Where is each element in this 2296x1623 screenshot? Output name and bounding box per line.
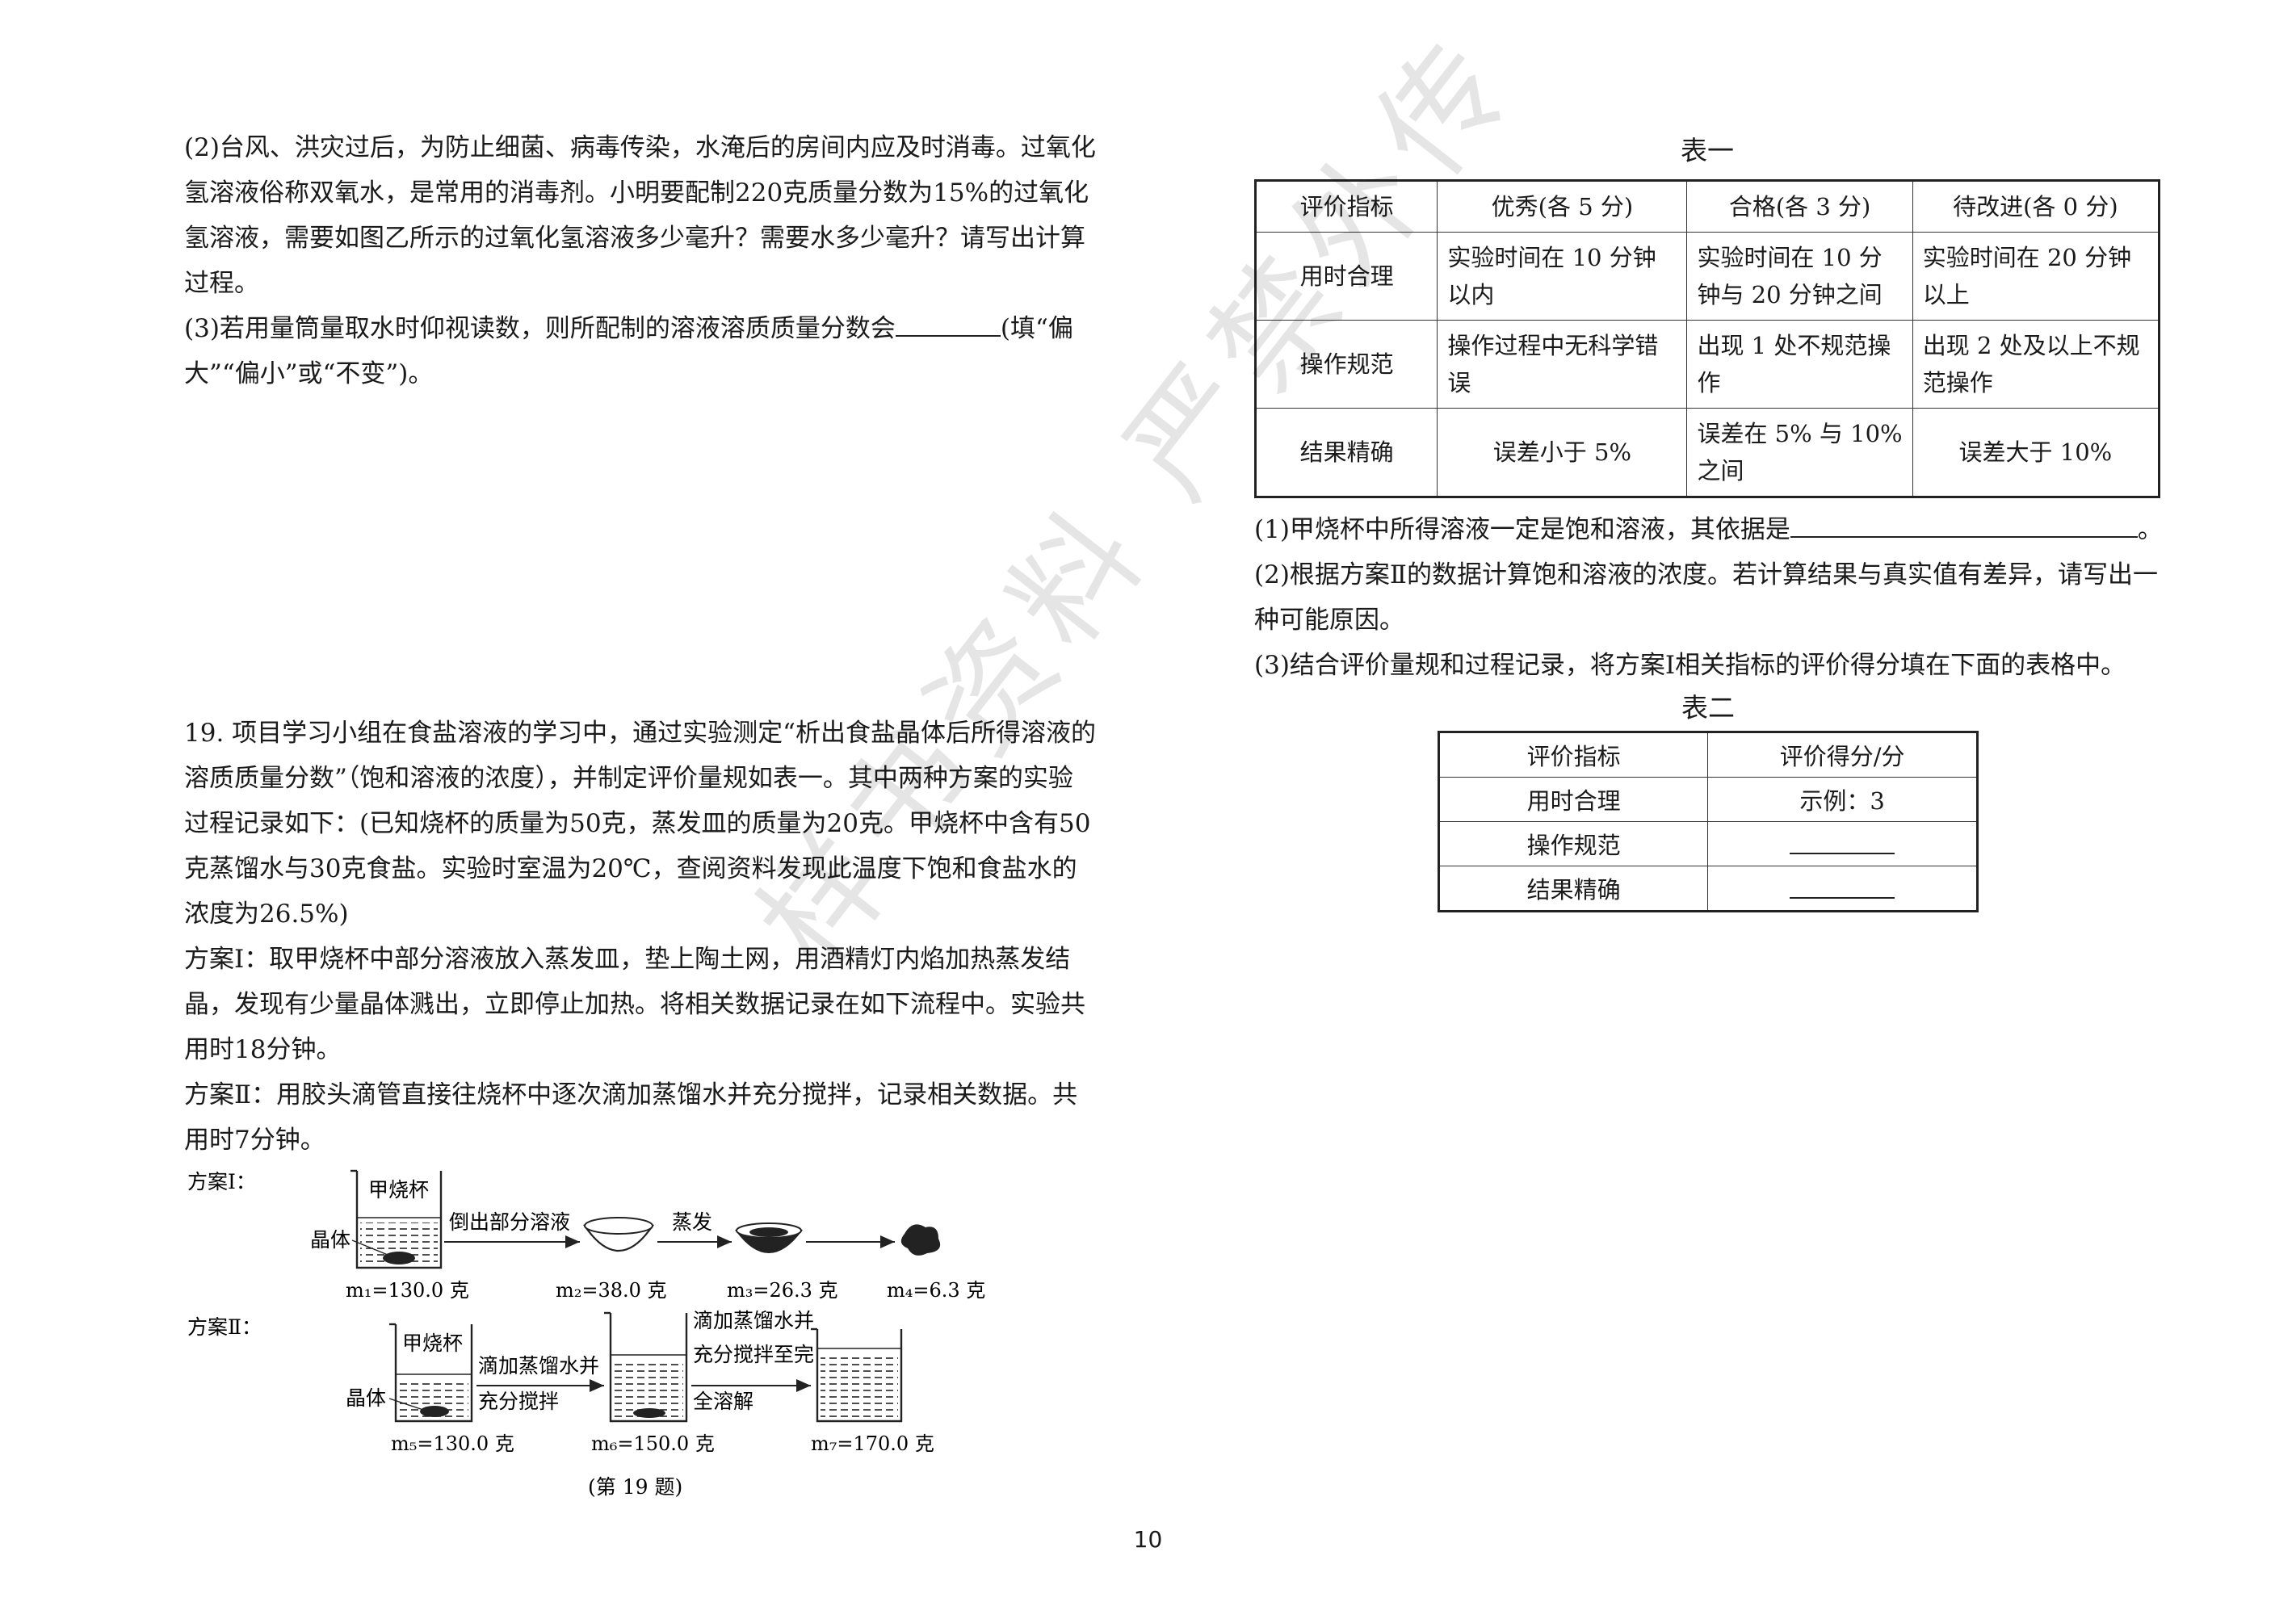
table1-cell: 误差大于 10% — [1912, 408, 2160, 497]
table-row: 用时合理 实验时间在 10 分钟以内 实验时间在 10 分钟与 20 分钟之间 … — [1254, 232, 2160, 321]
step-add1-line-a: 滴加蒸馏水并 — [478, 1354, 599, 1378]
crystal-label-1: 晶体 — [310, 1228, 350, 1252]
plan1-label: 方案Ⅰ： — [187, 1170, 256, 1193]
q18-part2: (2)台风、洪灾过后，为防止细菌、病毒传染，水淹后的房间内应及时消毒。过氧化氢溶… — [184, 133, 1096, 298]
score-answer-cell[interactable] — [1707, 866, 1978, 912]
evaporating-dish-2 — [735, 1222, 803, 1253]
step-add1-line-b: 充分搅拌 — [478, 1390, 559, 1413]
table1-cell: 实验时间在 20 分钟以上 — [1912, 232, 2160, 321]
question-19-subparts: (1)甲烧杯中所得溶液一定是饱和溶液，其依据是 。 (2)根据方案Ⅱ的数据计算饱和… — [1254, 507, 2167, 688]
table2-header-row: 评价指标 评价得分/分 — [1438, 732, 1978, 778]
crystal-pointer-1 — [351, 1239, 388, 1256]
table1-header-cell: 待改进(各 0 分) — [1912, 180, 2160, 233]
table1-cell: 操作规范 — [1254, 320, 1438, 409]
q19-sub1-end: 。 — [2137, 515, 2163, 544]
beaker-1: 甲烧杯 — [350, 1169, 443, 1269]
q19-sub3: (3)结合评价量规和过程记录，将方案Ⅰ相关指标的评价得分填在下面的表格中。 — [1254, 651, 2126, 680]
step-pour-label: 倒出部分溶液 — [449, 1210, 570, 1234]
step-add2-line-a: 滴加蒸馏水并 — [693, 1309, 814, 1332]
figure-caption: (第 19 题) — [588, 1475, 682, 1499]
score-answer-blank[interactable] — [1790, 828, 1895, 854]
q18-part3: (3)若用量筒量取水时仰视读数，则所配制的溶液溶质质量分数会(填“偏大”“偏小”… — [184, 306, 1097, 396]
crystal-pile-1 — [383, 1252, 415, 1264]
table1-cell: 出现 2 处及以上不规范操作 — [1912, 320, 2160, 409]
table-row: 操作规范 — [1438, 821, 1978, 866]
beaker-3 — [604, 1311, 688, 1423]
q18-part3-text-b: (填“偏大”“偏小”或“不变”)。 — [184, 314, 1073, 388]
q19-sub2: (2)根据方案Ⅱ的数据计算饱和溶液的浓度。若计算结果与真实值有差异，请写出一种可… — [1254, 560, 2158, 635]
beaker-2-label: 甲烧杯 — [402, 1332, 463, 1355]
mass-m4: m₄=6.3 克 — [887, 1279, 985, 1302]
q19-sub1-text: (1)甲烧杯中所得溶液一定是饱和溶液，其依据是 — [1254, 515, 1790, 544]
table1-cell: 用时合理 — [1254, 232, 1438, 321]
mass-m7: m₇=170.0 克 — [811, 1432, 934, 1455]
table2-cell: 示例：3 — [1707, 777, 1978, 822]
table2-header-cell: 评价得分/分 — [1707, 732, 1978, 778]
table1-cell: 结果精确 — [1254, 408, 1438, 497]
table-row: 结果精确 — [1438, 866, 1978, 912]
table2-cell: 用时合理 — [1438, 777, 1709, 822]
table-row: 结果精确 误差小于 5% 误差在 5% 与 10% 之间 误差大于 10% — [1254, 408, 2160, 497]
table1-title: 表一 — [1681, 135, 1734, 166]
evaporating-dish-1 — [582, 1217, 655, 1252]
table2-title: 表二 — [1681, 692, 1735, 723]
q18-part3-answer-blank[interactable] — [895, 311, 1001, 337]
table1-cell: 误差在 5% 与 10% 之间 — [1686, 408, 1913, 497]
beaker-4 — [811, 1327, 903, 1423]
score-table: 评价指标 评价得分/分 用时合理 示例：3 操作规范 结果精确 — [1438, 731, 1979, 912]
beaker-1-label: 甲烧杯 — [368, 1178, 429, 1202]
table1-cell: 操作过程中无科学错误 — [1437, 320, 1688, 409]
score-answer-blank[interactable] — [1790, 873, 1895, 899]
table1-cell: 实验时间在 10 分钟与 20 分钟之间 — [1686, 232, 1913, 321]
crystal-pointer-2 — [388, 1398, 424, 1411]
mass-m3: m₃=26.3 克 — [727, 1279, 838, 1302]
table2-cell: 结果精确 — [1438, 866, 1709, 912]
experiment-flow-diagram: 方案Ⅰ： 甲烧杯 晶体 倒出部分溶液 蒸发 m₁=130.0 克 m₂=38.0… — [187, 1169, 985, 1499]
beaker-2: 甲烧杯 — [389, 1323, 473, 1423]
step-add2-line-c: 全溶解 — [693, 1390, 753, 1413]
step-evaporate-label: 蒸发 — [672, 1210, 712, 1234]
table2-header-cell: 评价指标 — [1438, 732, 1709, 778]
table1-cell: 实验时间在 10 分钟以内 — [1437, 232, 1688, 321]
question-19: 19. 项目学习小组在食盐溶液的学习中，通过实验测定“析出食盐晶体后所得溶液的溶… — [184, 711, 1097, 1163]
mass-m2: m₂=38.0 克 — [556, 1279, 667, 1302]
table1-cell: 出现 1 处不规范操作 — [1686, 320, 1913, 409]
q19-plan1: 方案Ⅰ：取甲烧杯中部分溶液放入蒸发皿，垫上陶土网，用酒精灯内焰加热蒸发结晶，发现… — [184, 945, 1085, 1064]
q19-sub1-answer-blank[interactable] — [1790, 512, 2138, 538]
mass-m5: m₅=130.0 克 — [391, 1432, 514, 1455]
crystal-label-2: 晶体 — [346, 1386, 386, 1410]
q18-part3-text-a: (3)若用量筒量取水时仰视读数，则所配制的溶液溶质质量分数会 — [184, 314, 896, 343]
table1-header-cell: 优秀(各 5 分) — [1437, 180, 1688, 233]
q19-plan2: 方案Ⅱ：用胶头滴管直接往烧杯中逐次滴加蒸馏水并充分搅拌，记录相关数据。共用时7分… — [184, 1080, 1078, 1155]
page-number: 10 — [1133, 1526, 1163, 1553]
mass-m6: m₆=150.0 克 — [591, 1432, 715, 1455]
mass-m1: m₁=130.0 克 — [346, 1279, 469, 1302]
question-18-continued: (2)台风、洪灾过后，为防止细菌、病毒传染，水淹后的房间内应及时消毒。过氧化氢溶… — [184, 125, 1097, 396]
table1-cell: 误差小于 5% — [1437, 408, 1688, 497]
q19-sub1: (1)甲烧杯中所得溶液一定是饱和溶液，其依据是 。 — [1254, 507, 2167, 552]
score-answer-cell[interactable] — [1707, 821, 1978, 866]
residue-crystals — [900, 1224, 941, 1256]
table1-header-cell: 合格(各 3 分) — [1686, 180, 1913, 233]
table-row: 用时合理 示例：3 — [1438, 777, 1978, 822]
table-row: 操作规范 操作过程中无科学错误 出现 1 处不规范操作 出现 2 处及以上不规范… — [1254, 320, 2160, 409]
evaluation-rubric-table: 评价指标 优秀(各 5 分) 合格(各 3 分) 待改进(各 0 分) 用时合理… — [1254, 179, 2160, 498]
table2-cell: 操作规范 — [1438, 821, 1709, 866]
q19-intro: 19. 项目学习小组在食盐溶液的学习中，通过实验测定“析出食盐晶体后所得溶液的溶… — [184, 719, 1096, 929]
plan2-label: 方案Ⅱ： — [187, 1315, 262, 1339]
step-add2-line-b: 充分搅拌至完 — [693, 1343, 814, 1366]
table1-header-row: 评价指标 优秀(各 5 分) 合格(各 3 分) 待改进(各 0 分) — [1254, 180, 2160, 233]
